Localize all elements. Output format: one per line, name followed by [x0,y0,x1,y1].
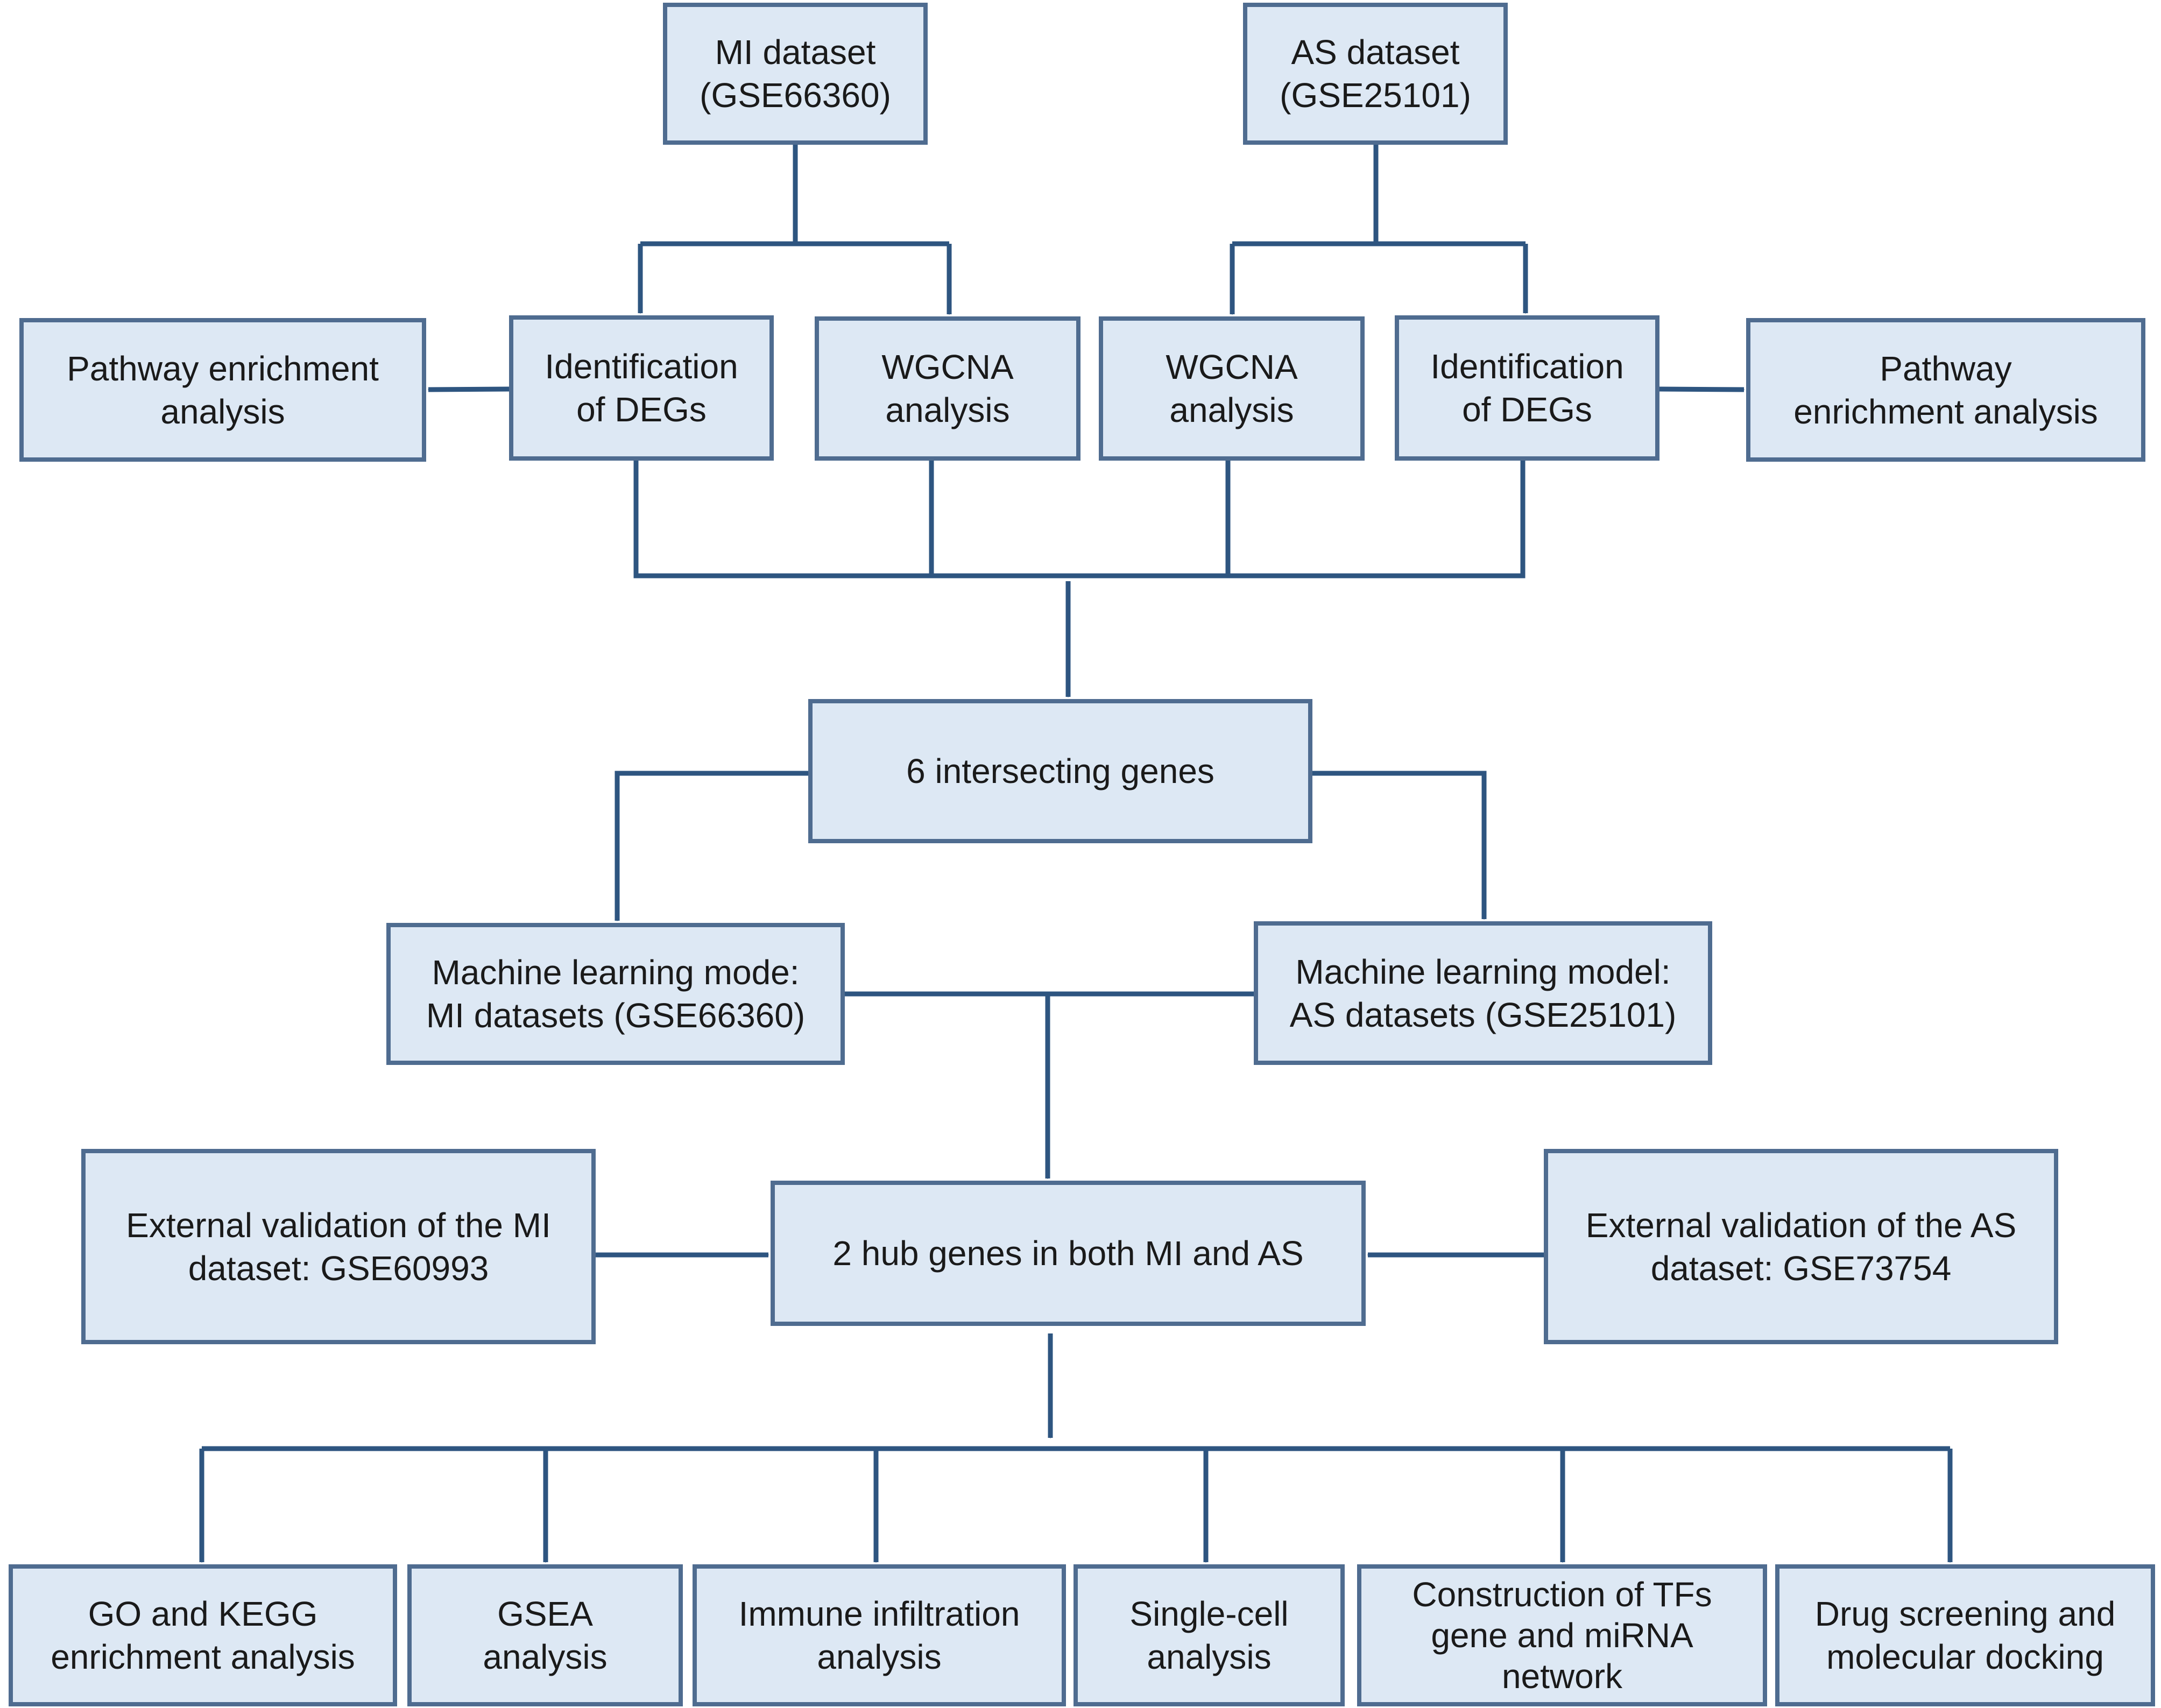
connector-joint [1065,573,1071,578]
drug-screening-box: Drug screening and molecular docking [1775,1564,2155,1706]
mi-dataset-label-line1: MI dataset [715,33,876,72]
single-cell-box: Single-cell analysis [1074,1564,1345,1706]
arrow-degs-to-pathway-left [428,386,510,392]
wgcna-left-label-line2: analysis [885,391,1010,429]
single-cell-label-line2: analysis [1147,1638,1272,1676]
connector-joint [1520,573,1526,578]
connector-joint [1045,991,1050,997]
ml-mi-label-line1: Machine learning mode: [432,953,800,992]
degs-left-box: Identification of DEGs [509,315,774,461]
arrow-intersect-to-ml-as [1312,771,1487,919]
connector-joint [929,573,934,578]
immune-label-line1: Immune infiltration [738,1594,1020,1633]
tfs-label-line3: network [1501,1657,1623,1696]
degs-right-label-line2: of DEGs [1462,390,1592,429]
drug-label-line1: Drug screening and [1814,1594,2116,1633]
tfs-label-line2: gene and miRNA [1431,1616,1693,1655]
degs-right-box: Identification of DEGs [1395,315,1659,461]
external-validation-as-box: External validation of the AS dataset: G… [1544,1149,2058,1344]
intersecting-genes-box: 6 intersecting genes [808,699,1312,843]
go-kegg-label-line2: enrichment analysis [51,1638,355,1676]
pathway-enrichment-left-box: Pathway enrichment analysis [19,318,426,462]
as-dataset-label-line2: (GSE25101) [1280,76,1471,115]
mi-dataset-label-line2: (GSE66360) [700,76,891,115]
go-kegg-box: GO and KEGG enrichment analysis [9,1564,397,1706]
connector-joint [1373,241,1379,246]
intersecting-genes-label: 6 intersecting genes [906,752,1214,791]
connector-joint [633,573,639,578]
wgcna-right-label-line1: WGCNA [1166,348,1298,386]
as-dataset-box: AS dataset (GSE25101) [1243,3,1508,145]
ext-mi-label-line1: External validation of the MI [126,1205,551,1245]
wgcna-left-box: WGCNA analysis [815,316,1080,461]
ext-as-label-line1: External validation of the AS [1585,1205,2017,1245]
wgcna-right-box: WGCNA analysis [1099,316,1365,461]
degs-left-label-line2: of DEGs [576,390,707,429]
as-dataset-label-line1: AS dataset [1291,33,1460,72]
wgcna-left-label-line1: WGCNA [881,348,1014,386]
pathway-left-label-line1: Pathway enrichment [67,349,379,388]
hub-genes-label: 2 hub genes in both MI and AS [832,1234,1304,1273]
ml-as-label-line1: Machine learning model: [1295,952,1671,991]
tfs-mirna-network-box: Construction of TFs gene and miRNA netwo… [1357,1564,1767,1706]
ext-as-label-line2: dataset: GSE73754 [1650,1248,1952,1288]
drug-label-line2: molecular docking [1826,1638,2104,1676]
connector-joint [1225,573,1231,578]
pathway-right-label-line2: enrichment analysis [1793,392,2098,431]
ml-mi-box: Machine learning mode: MI datasets (GSE6… [386,923,845,1065]
pathway-right-label-line1: Pathway [1880,349,2012,388]
tfs-label-line1: Construction of TFs [1412,1575,1712,1614]
mi-dataset-box: MI dataset (GSE66360) [663,3,928,145]
connector-joint [1048,1446,1053,1451]
ml-as-box: Machine learning model: AS datasets (GSE… [1254,921,1712,1065]
immune-label-line2: analysis [817,1638,942,1676]
ml-mi-label-line2: MI datasets (GSE66360) [426,996,806,1035]
pathway-enrichment-right-box: Pathway enrichment analysis [1746,318,2145,462]
single-cell-label-line1: Single-cell [1129,1594,1289,1633]
gsea-label-line1: GSEA [497,1594,593,1633]
arrow-degs-to-pathway-right [1659,386,1744,392]
gsea-box: GSEA analysis [407,1564,683,1706]
gsea-label-line2: analysis [483,1638,608,1676]
arrow-intersect-to-ml-mi [615,771,808,921]
external-validation-mi-box: External validation of the MI dataset: G… [81,1149,596,1344]
wgcna-right-label-line2: analysis [1169,391,1294,429]
hub-genes-box: 2 hub genes in both MI and AS [771,1181,1366,1326]
connector-joint [793,241,798,246]
degs-left-label-line1: Identification [545,347,738,386]
go-kegg-label-line1: GO and KEGG [88,1594,318,1633]
degs-right-label-line1: Identification [1430,347,1624,386]
ml-as-label-line2: AS datasets (GSE25101) [1289,995,1677,1034]
immune-infiltration-box: Immune infiltration analysis [693,1564,1066,1706]
ext-mi-label-line2: dataset: GSE60993 [188,1248,489,1288]
pathway-left-label-line2: analysis [160,392,285,431]
